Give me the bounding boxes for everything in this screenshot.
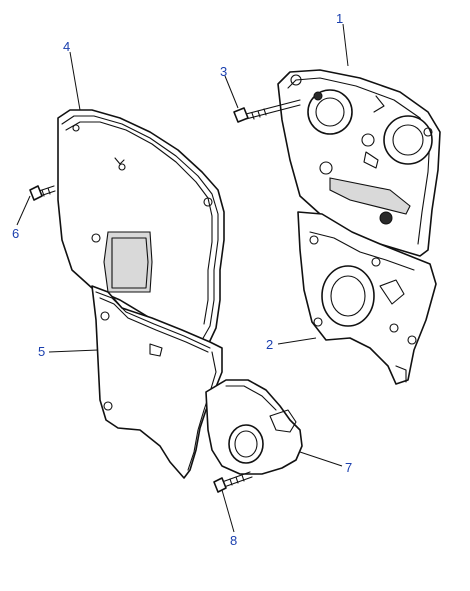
callout-8: 8 <box>230 533 237 548</box>
bolt-part-8 <box>213 471 253 493</box>
bolt-part-3 <box>233 99 301 123</box>
leader-8 <box>221 489 235 533</box>
callout-7: 7 <box>345 460 352 475</box>
callout-2: 2 <box>266 337 273 352</box>
callout-5: 5 <box>38 344 45 359</box>
leader-6 <box>16 195 31 226</box>
bolt-part-6 <box>29 185 56 201</box>
leader-2 <box>277 337 317 345</box>
upper-timing-cover <box>57 109 225 349</box>
crank-pulley-cover <box>205 379 303 475</box>
rear-upper-timing-cover <box>277 69 441 257</box>
callout-6: 6 <box>12 226 19 241</box>
leader-7 <box>299 451 343 467</box>
callout-labels: 1 2 3 4 5 6 7 8 <box>12 11 352 548</box>
callout-4: 4 <box>63 39 70 54</box>
leader-5 <box>48 349 99 353</box>
callout-1: 1 <box>336 11 343 26</box>
callout-3: 3 <box>220 64 227 79</box>
leader-1 <box>342 23 349 67</box>
leader-lines <box>16 23 349 533</box>
leader-4 <box>69 51 81 111</box>
rear-lower-timing-cover <box>297 211 437 385</box>
leader-3 <box>224 75 239 109</box>
